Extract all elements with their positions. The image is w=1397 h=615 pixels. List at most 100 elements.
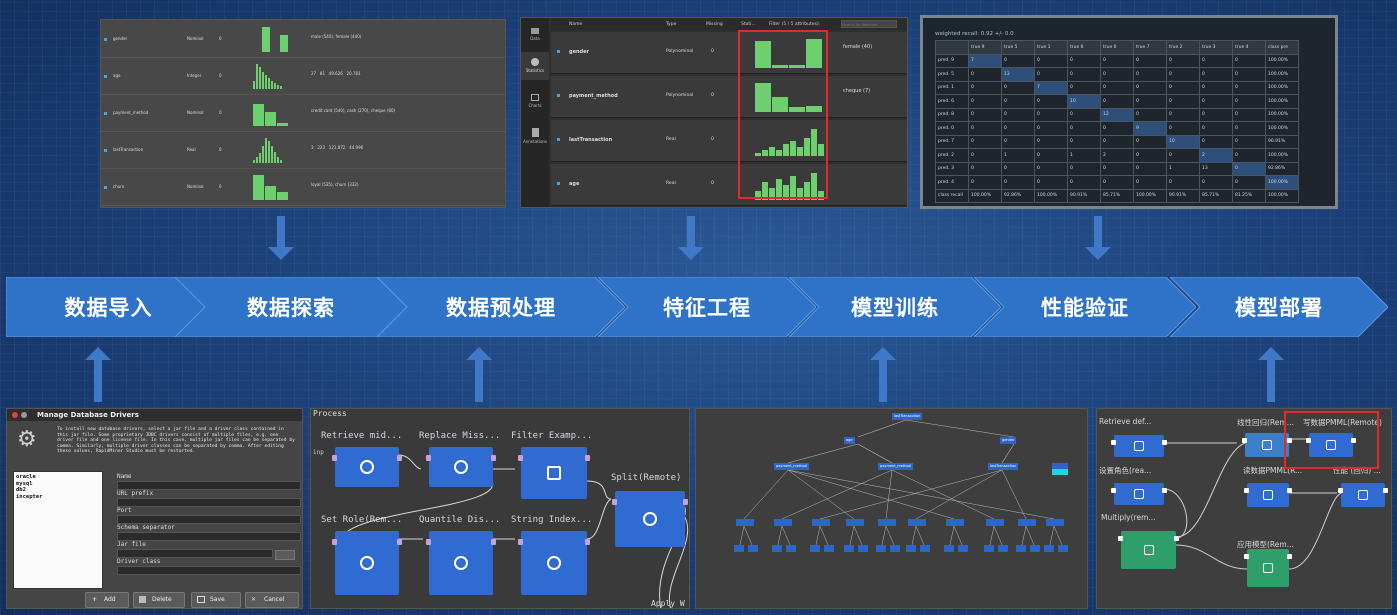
input-port[interactable] [332,539,337,545]
save-button[interactable]: Save [191,592,241,608]
output-port[interactable] [491,539,496,545]
input-port[interactable] [1244,488,1249,493]
deploy-operator[interactable] [1111,435,1167,457]
output-port[interactable] [585,455,590,461]
output-port[interactable] [1351,438,1356,443]
attribute-search-input[interactable] [841,20,897,28]
tree-leaf[interactable] [772,545,782,552]
tree-node[interactable] [1018,519,1036,526]
deploy-operator[interactable] [1118,531,1179,569]
input-port[interactable] [1111,440,1116,445]
output-port[interactable] [1162,488,1167,493]
field-input[interactable] [117,481,301,490]
output-port[interactable] [1287,438,1292,443]
tree-leaf[interactable] [944,545,954,552]
input-port[interactable] [1118,536,1123,541]
input-port[interactable] [426,455,431,461]
tree-leaf[interactable] [810,545,820,552]
tree-node[interactable] [986,519,1004,526]
folder-icon[interactable] [275,550,295,560]
col-type-header[interactable]: Type [666,22,677,27]
tree-node[interactable]: age [844,437,855,444]
tree-node[interactable] [946,519,964,526]
output-port[interactable] [1174,536,1179,541]
deploy-operator[interactable] [1244,483,1292,507]
tree-leaf[interactable] [876,545,886,552]
minimize-icon[interactable] [21,412,27,418]
tree-leaf[interactable] [1030,545,1040,552]
input-port[interactable] [1244,554,1249,559]
output-port[interactable] [397,455,402,461]
field-input[interactable] [117,532,301,541]
tree-leaf[interactable] [734,545,744,552]
tree-node[interactable]: gender [1000,437,1017,444]
tree-node[interactable]: lastTransaction [988,463,1019,470]
tree-leaf[interactable] [1044,545,1054,552]
process-operator[interactable] [332,447,402,487]
driver-list-item[interactable]: mysql [16,480,33,487]
col-stats-header[interactable]: Stati... [741,22,756,27]
input-port[interactable] [518,455,523,461]
deploy-operator[interactable] [1111,483,1167,505]
deploy-operator[interactable] [1242,433,1292,457]
tree-leaf[interactable] [1058,545,1068,552]
tree-node[interactable] [908,519,926,526]
cancel-button[interactable]: ✕Cancel [245,592,299,608]
input-port[interactable] [612,499,617,505]
process-operator[interactable] [612,491,688,547]
input-port[interactable] [426,539,431,545]
output-port[interactable] [585,539,590,545]
tree-leaf[interactable] [824,545,834,552]
tree-leaf[interactable] [858,545,868,552]
tree-leaf[interactable] [998,545,1008,552]
field-input[interactable] [117,498,301,507]
driver-list-item[interactable]: incepter [16,493,43,500]
output-port[interactable] [683,499,688,505]
process-operator[interactable] [426,531,496,595]
tree-node[interactable] [878,519,896,526]
tree-leaf[interactable] [748,545,758,552]
deploy-operator[interactable] [1338,483,1388,507]
tree-node[interactable] [774,519,792,526]
delete-button[interactable]: Delete [133,592,185,608]
process-operator[interactable] [332,531,402,595]
output-port[interactable] [1287,488,1292,493]
input-port[interactable] [1338,488,1343,493]
tree-leaf[interactable] [890,545,900,552]
process-operator[interactable] [518,531,590,595]
tree-leaf[interactable] [906,545,916,552]
tree-node[interactable] [846,519,864,526]
input-port[interactable] [1111,488,1116,493]
tree-node[interactable] [1046,519,1064,526]
tree-root-node[interactable]: lastTransaction [892,413,923,420]
field-input[interactable] [117,549,273,558]
driver-list-item[interactable]: oracle [16,474,36,480]
tree-leaf[interactable] [786,545,796,552]
output-port[interactable] [1162,440,1167,445]
input-port[interactable] [1242,438,1247,443]
output-port[interactable] [1383,488,1388,493]
col-missing-header[interactable]: Missing [706,22,723,27]
field-input[interactable] [117,515,301,524]
deploy-operator[interactable] [1306,433,1356,457]
add-button[interactable]: +Add [85,592,129,608]
process-operator[interactable] [426,447,496,487]
close-icon[interactable] [12,412,18,418]
input-port[interactable] [518,539,523,545]
input-port[interactable] [332,455,337,461]
side-tab-charts[interactable]: Charts [523,94,547,108]
tree-node[interactable]: payment_method [774,463,809,470]
tree-leaf[interactable] [844,545,854,552]
input-port[interactable] [1306,438,1311,443]
field-input[interactable] [117,566,301,575]
tree-node[interactable] [812,519,830,526]
tree-leaf[interactable] [920,545,930,552]
